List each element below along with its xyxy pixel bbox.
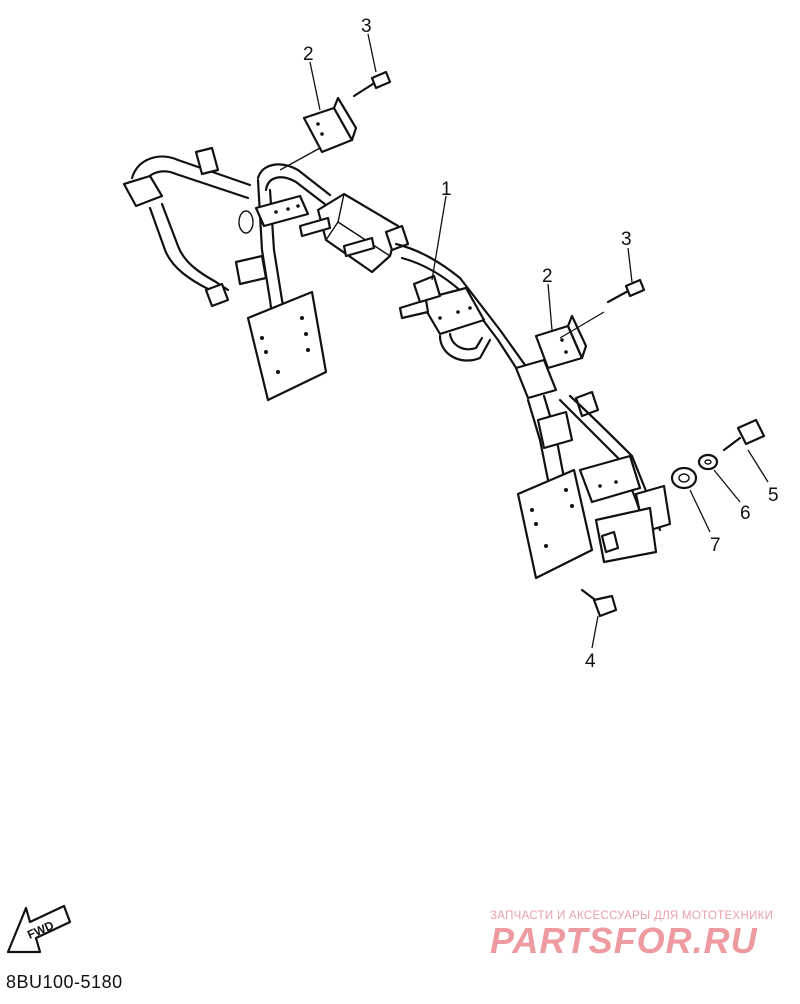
watermark-subtitle: ЗАПЧАСТИ И АКСЕССУАРЫ ДЛЯ МОТОТЕХНИКИ <box>490 910 774 922</box>
callout-2b: 2 <box>542 266 553 287</box>
callout-3b: 3 <box>621 229 632 250</box>
callout-1: 1 <box>441 179 452 200</box>
callout-4: 4 <box>585 651 596 672</box>
frame-assembly <box>122 146 672 580</box>
callout-6: 6 <box>740 503 751 524</box>
diagram-code: 8BU100-5180 <box>6 972 123 992</box>
part-3-screw-upper <box>352 70 392 98</box>
part-3-screw-lower <box>606 278 646 304</box>
part-4-bolt <box>580 588 618 618</box>
callout-7: 7 <box>710 535 721 556</box>
callouts: 1 2 2 3 3 4 5 6 7 <box>303 16 779 672</box>
part-7-grommet <box>670 466 698 490</box>
part-2-block-upper <box>302 96 358 154</box>
part-5-bolt <box>722 418 766 452</box>
callout-2a: 2 <box>303 44 314 65</box>
watermark-brand: PARTSFOR.RU <box>490 920 758 961</box>
part-6-lock-washer <box>697 453 719 471</box>
part-2-block-lower <box>534 314 588 370</box>
callout-3a: 3 <box>361 16 372 37</box>
leader-lines <box>279 33 769 649</box>
fwd-arrow-icon: FWD <box>6 904 72 954</box>
callout-5: 5 <box>768 485 779 506</box>
